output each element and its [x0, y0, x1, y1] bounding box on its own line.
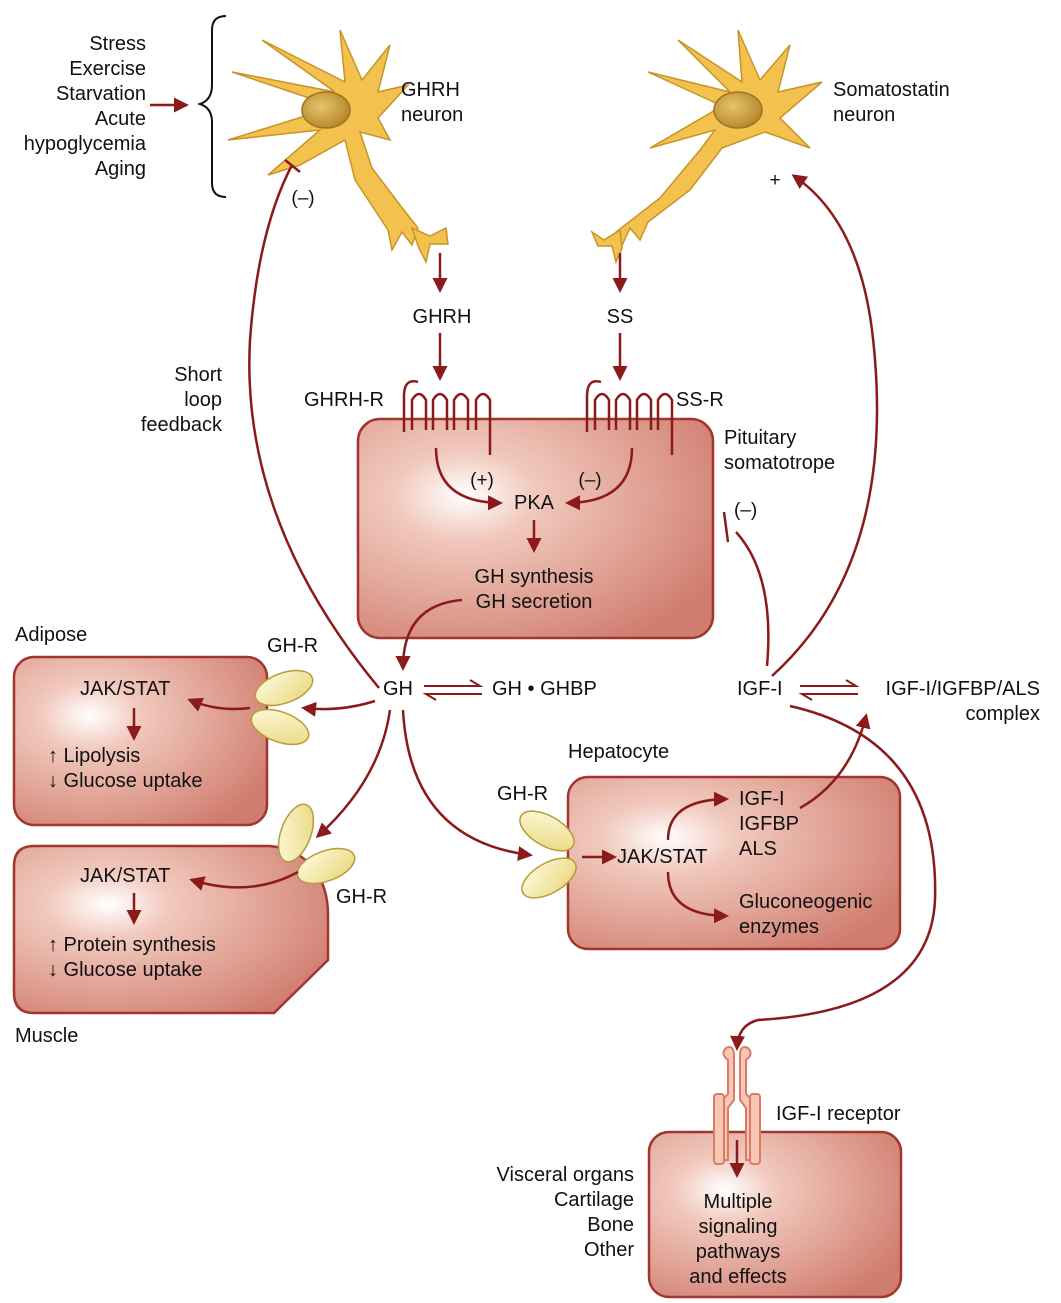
target-effects-label: Multiple signaling pathways and effects [689, 1191, 787, 1288]
muscle-effects-label: ↑ Protein synthesis ↓ Glucose uptake [48, 934, 216, 981]
pka-label: PKA [513, 492, 555, 514]
gh-ghbp-label: GH • GHBP [492, 678, 597, 700]
pituitary-somatotrope-label: Pituitary somatotrope [724, 427, 836, 474]
gh-label: GH [383, 678, 413, 700]
gh-receptor-muscle-label: GH-R [336, 886, 388, 908]
gh-receptor-muscle-icon [277, 803, 356, 885]
ghrh-neuron-label: GHRH neuron [401, 79, 464, 126]
muscle-jak-stat-label: JAK/STAT [80, 865, 171, 887]
target-tissues-label: Visceral organs Cartilage Bone Other [496, 1164, 634, 1261]
ss-receptor-label: SS-R [676, 389, 724, 411]
pka-inhibition-sign: (–) [578, 470, 602, 491]
hepatocyte-label: Hepatocyte [568, 741, 670, 763]
ss-receptor-icon [585, 380, 674, 455]
gh-receptor-adipose-icon [250, 669, 314, 746]
gh-receptor-hepatocyte-label: GH-R [497, 783, 549, 805]
stimuli-list: Stress Exercise Starvation Acute hypogly… [23, 33, 146, 180]
gh-receptor-hepatocyte-icon [519, 810, 577, 899]
ghrh-neuron-inhibition-sign: (–) [291, 188, 315, 209]
hepatocyte-enzymes-label: Gluconeogenic enzymes [739, 891, 873, 938]
ghrh-label: GHRH [412, 306, 472, 328]
igf1-receptor-icon [713, 1046, 761, 1165]
igf1-complex-label: IGF-I/IGFBP/ALS complex [885, 678, 1040, 725]
muscle-label: Muscle [15, 1025, 79, 1047]
adipose-label: Adipose [15, 624, 88, 646]
somatostatin-neuron-icon [590, 29, 823, 265]
stimuli-bracket [196, 15, 227, 198]
adipose-effects-label: ↑ Lipolysis ↓ Glucose uptake [48, 745, 203, 792]
hepatocyte-jak-stat-label: JAK/STAT [617, 846, 708, 868]
somatostatin-neuron-label: Somatostatin neuron [833, 79, 950, 126]
ghrh-receptor-icon [402, 380, 492, 455]
igf1-receptor-label: IGF-I receptor [776, 1103, 901, 1125]
ghrh-receptor-label: GHRH-R [304, 389, 384, 411]
ghrh-neuron-icon [227, 29, 449, 265]
pituitary-somatotrope-cell [356, 417, 715, 640]
adipose-jak-stat-label: JAK/STAT [80, 678, 171, 700]
gh-receptor-adipose-label: GH-R [267, 635, 319, 657]
target-tissue-cell [647, 1130, 903, 1299]
ss-label: SS [606, 306, 634, 328]
pka-activation-sign: (+) [470, 470, 494, 491]
arrows [126, 97, 937, 1178]
pituitary-inhibition-sign: (–) [734, 500, 758, 521]
igf1-label: IGF-I [737, 678, 783, 700]
short-loop-feedback-label: Short loop feedback [140, 364, 222, 436]
gh-synthesis-secretion-label: GH synthesis GH secretion [474, 566, 594, 613]
equilibrium-arrows [422, 679, 860, 701]
hepatocyte-products-label: IGF-I IGFBP ALS [739, 788, 800, 860]
somatostatin-stimulation-sign: + [769, 170, 781, 191]
